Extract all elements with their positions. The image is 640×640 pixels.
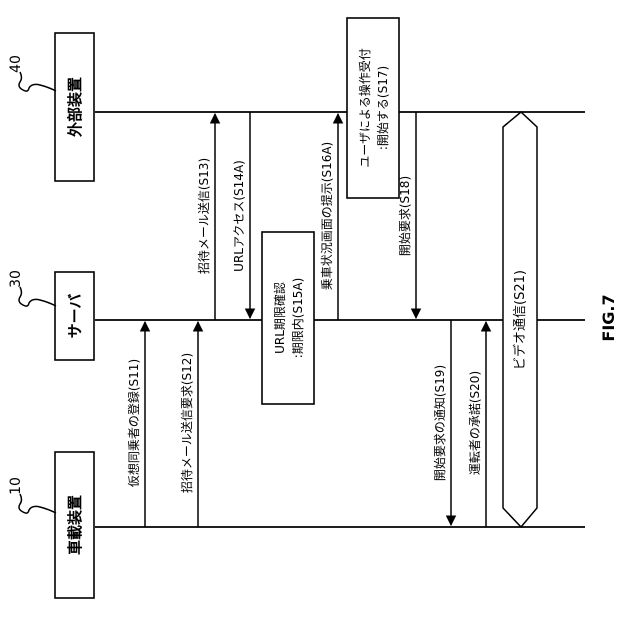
note-s15a-line1: URL期限確認 (272, 282, 287, 354)
box-vehicle-device-label: 車載装置 (66, 495, 84, 555)
box-server-label: サーバ (66, 294, 84, 339)
note-s17 (347, 18, 399, 198)
ref-10: 10 (8, 477, 24, 495)
box-external-device-label: 外部装置 (66, 77, 84, 138)
label-s18: 開始要求(S18) (398, 176, 412, 256)
ref-30-leader (19, 287, 56, 306)
label-s20: 運転者の承諾(S20) (467, 371, 482, 475)
label-s11: 仮想同乗者の登録(S11) (126, 359, 141, 487)
note-s17-line2: :開始する(S17) (376, 66, 390, 150)
label-s12: 招待メール送信要求(S12) (179, 353, 194, 493)
ref-10-leader (19, 494, 56, 513)
label-s19: 開始要求の通知(S19) (433, 365, 447, 481)
label-s16a: 乗車状況画面の提示(S16A) (319, 142, 334, 290)
note-s15a (262, 232, 314, 404)
label-s21: ビデオ通信(S21) (512, 270, 528, 370)
label-s14a: URLアクセス(S14A) (232, 160, 246, 272)
ref-40-leader (19, 72, 56, 91)
note-s17-line1: ユーザによる操作受付 (357, 48, 372, 167)
note-s15a-line2: :期限内(S15A) (291, 278, 305, 359)
ref-30: 30 (8, 270, 24, 288)
figure-label: FIG.7 (599, 294, 618, 341)
label-s13: 招待メール送信(S13) (196, 158, 211, 274)
ref-40: 40 (8, 55, 24, 73)
